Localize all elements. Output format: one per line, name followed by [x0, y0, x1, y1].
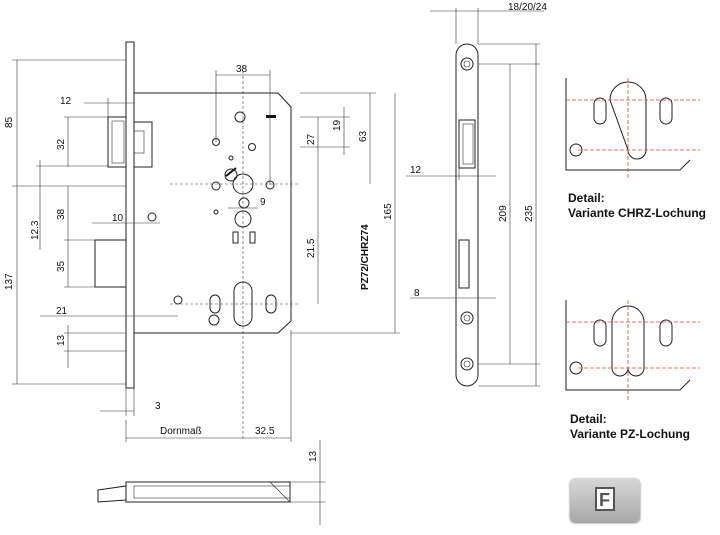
detail-chrz-drawing	[565, 78, 700, 180]
dim-19: 19	[332, 119, 343, 131]
pz-cylinder-hole	[611, 305, 645, 377]
dim-12-3: 12.3	[30, 220, 41, 240]
detail-pz-drawing	[565, 300, 700, 400]
dim-209: 209	[498, 205, 509, 222]
dim-137: 137	[4, 273, 15, 290]
latch-bolt	[107, 116, 127, 168]
dim-32: 32	[56, 138, 67, 150]
dim-dornmass: Dornmaß	[160, 426, 202, 437]
dim-21-5: 21.5	[306, 238, 317, 258]
dim-38-left: 38	[56, 208, 67, 220]
lock-case	[134, 92, 292, 334]
dim-235: 235	[524, 205, 535, 222]
dim-3: 3	[155, 401, 161, 412]
dim-13-bottom: 13	[308, 450, 319, 462]
dim-pz72-chrz74: PZ72/CHRZ74	[360, 224, 371, 290]
detail-chrz-variant: Variante CHRZ-Lochung	[568, 206, 707, 220]
dim-27: 27	[306, 133, 317, 145]
dim-13-left: 13	[56, 334, 67, 346]
dim-12-side: 12	[410, 165, 422, 176]
faceplate-front	[455, 43, 479, 387]
faceplate-side-view: 18/20/24 12 8 209 235	[406, 2, 547, 387]
front-dimensions: 85 137 12.3 32 38 35 13 12 10 21	[4, 59, 400, 442]
brand-logo: F	[570, 478, 640, 522]
lock-bottom-view: 13	[97, 440, 326, 525]
dim-35: 35	[56, 260, 67, 272]
dim-165: 165	[383, 203, 394, 220]
faceplate	[125, 41, 135, 389]
detail-chrz-title: Detail:	[568, 191, 605, 205]
dim-10: 10	[112, 213, 124, 224]
dim-12-top: 12	[60, 96, 72, 107]
dead-bolt	[94, 239, 127, 288]
dim-38-top: 38	[236, 64, 248, 75]
detail-pz-caption: Detail: Variante PZ-Lochung	[570, 412, 690, 442]
cylinder-hole	[233, 281, 253, 327]
dim-32-5: 32.5	[255, 426, 275, 437]
logo-letter: F	[599, 490, 610, 510]
lock-front-view	[94, 41, 300, 440]
dim-21: 21	[56, 306, 68, 317]
dim-18-20-24: 18/20/24	[508, 2, 547, 13]
dim-85: 85	[4, 116, 15, 128]
detail-chrz-caption: Detail: Variante CHRZ-Lochung	[568, 191, 706, 221]
detail-pz-title: Detail:	[570, 412, 607, 426]
dim-9: 9	[260, 197, 266, 208]
dim-63: 63	[358, 130, 369, 142]
detail-pz-variant: Variante PZ-Lochung	[570, 427, 691, 441]
dim-8: 8	[414, 288, 420, 299]
